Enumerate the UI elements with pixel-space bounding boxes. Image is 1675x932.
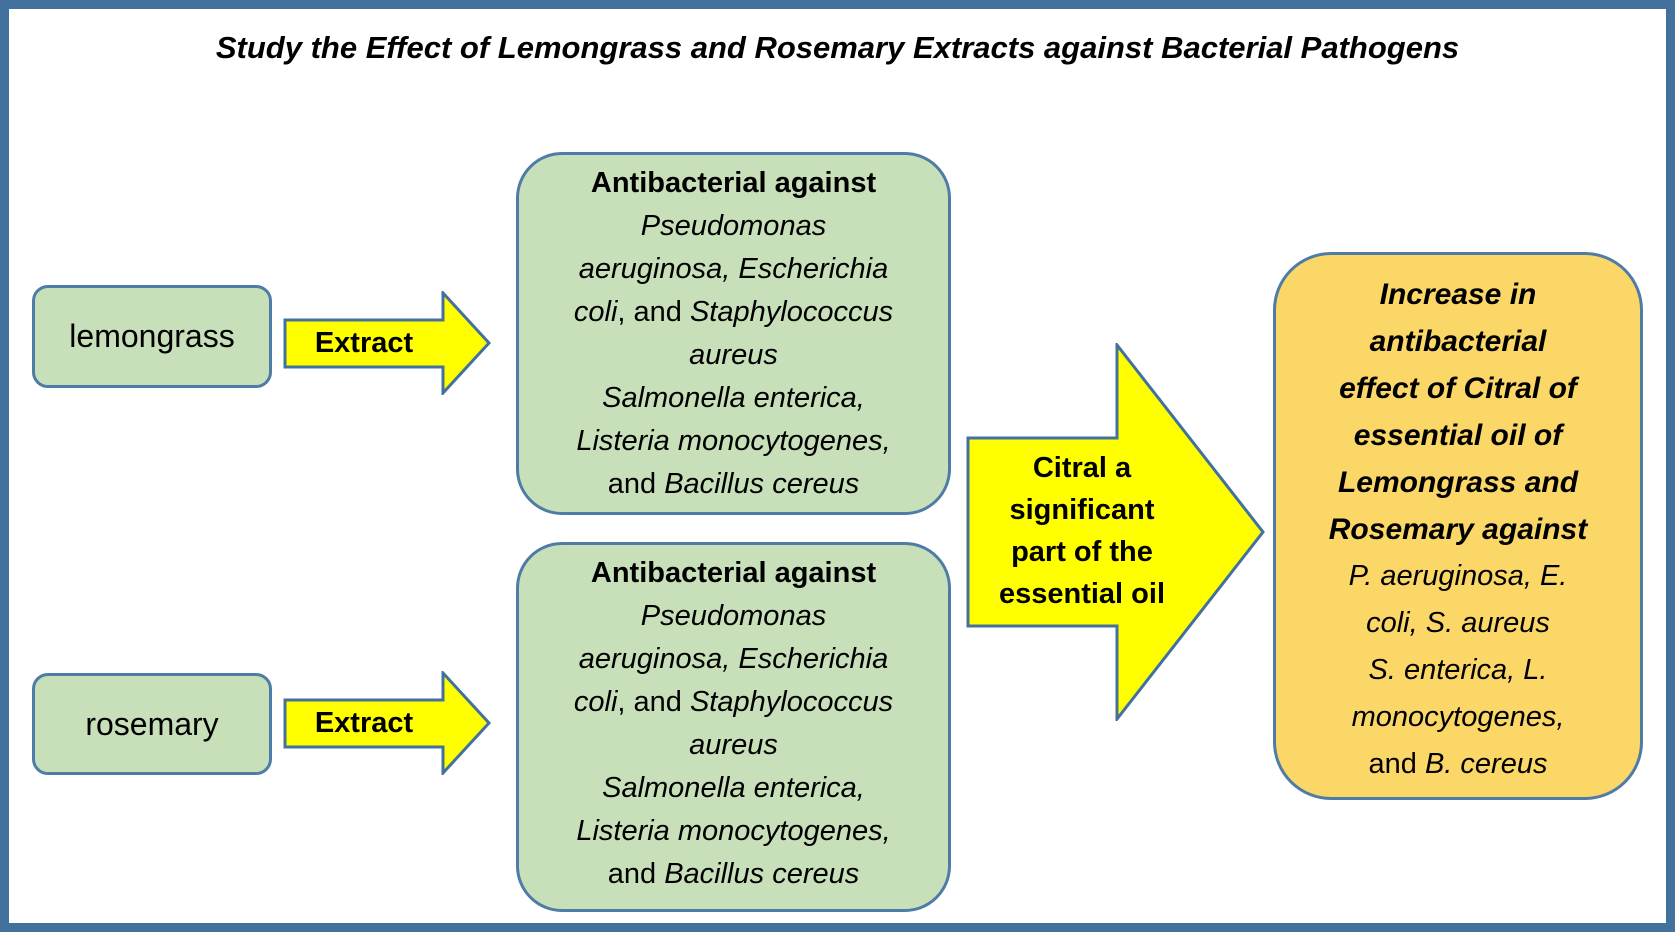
result-pathogens-2: S. enterica, L. monocytogenes, and B. ce… [1351, 654, 1565, 780]
extract-arrow-label-top: Extract [314, 327, 414, 359]
source-label-rosemary: rosemary [85, 705, 219, 742]
result-heading: Increase in antibacterial effect of Citr… [1328, 278, 1588, 546]
extract-arrow-icon-bottom [283, 671, 492, 775]
antibacterial-box-rosemary: Antibacterial against Pseudomonas aerugi… [516, 542, 951, 912]
result-pathogens-1: P. aeruginosa, E. coli, S. aureus [1348, 560, 1568, 639]
result-box: Increase in antibacterial effect of Citr… [1273, 252, 1643, 800]
antibacterial-pathogens-bottom-1: Pseudomonas aeruginosa, Escherichia coli… [573, 600, 894, 761]
extract-arrow-label-bottom: Extract [314, 707, 414, 739]
source-box-lemongrass: lemongrass [32, 285, 272, 388]
antibacterial-pathogens-top-2: Salmonella enterica, Listeria monocytoge… [576, 382, 891, 500]
source-box-rosemary: rosemary [32, 673, 272, 775]
antibacterial-heading-top: Antibacterial against [590, 167, 877, 199]
extract-arrow-icon-top [283, 291, 492, 395]
antibacterial-box-lemongrass: Antibacterial against Pseudomonas aerugi… [516, 152, 951, 515]
citral-arrow-label: Citral a significant part of the essenti… [998, 452, 1165, 610]
source-label-lemongrass: lemongrass [69, 318, 235, 354]
antibacterial-pathogens-bottom-2: Salmonella enterica, Listeria monocytoge… [576, 772, 891, 890]
antibacterial-pathogens-top-1: Pseudomonas aeruginosa, Escherichia coli… [573, 210, 894, 371]
antibacterial-heading-bottom: Antibacterial against [590, 557, 877, 589]
citral-arrow-icon [966, 343, 1265, 721]
diagram-title: Study the Effect of Lemongrass and Rosem… [215, 30, 1460, 65]
